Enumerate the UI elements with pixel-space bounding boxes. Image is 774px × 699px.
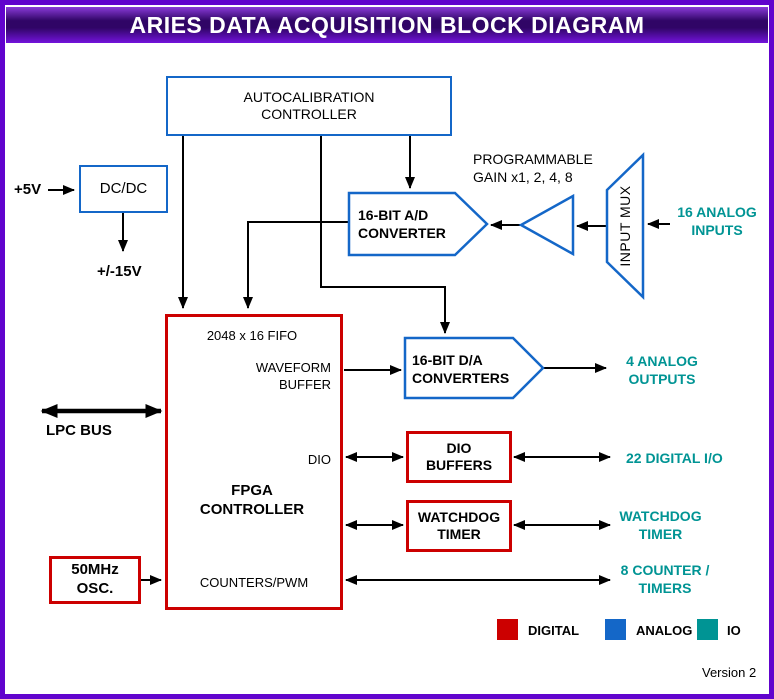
dcdc-label: DC/DC	[99, 179, 148, 197]
autocalibration-controller-block: AUTOCALIBRATION CONTROLLER	[166, 76, 452, 136]
fpga-name-label: FPGA CONTROLLER	[199, 482, 305, 518]
fpga-counters-label: COUNTERS/PWM	[199, 575, 309, 590]
analog-inputs-label: 16 ANALOG INPUTS	[677, 204, 757, 239]
watchdog-timer-block: WATCHDOG TIMER	[406, 500, 512, 552]
legend-analog-swatch	[605, 619, 626, 640]
watchdog-timer-label: WATCHDOG TIMER	[417, 508, 501, 543]
wire-adc-to-fpga	[243, 221, 349, 309]
fpga-dio-label: DIO	[307, 452, 331, 467]
lpc-bus-label: LPC BUS	[46, 422, 112, 439]
page-title: ARIES DATA ACQUISITION BLOCK DIAGRAM	[129, 11, 645, 38]
autocalibration-controller-label: AUTOCALIBRATION CONTROLLER	[243, 88, 375, 123]
dac-label: 16-BIT D/A CONVERTERS	[412, 352, 510, 386]
counter-timers-label: 8 COUNTER / TIMERS	[620, 562, 710, 597]
gain-amp-triangle	[518, 193, 575, 257]
title-bar: ARIES DATA ACQUISITION BLOCK DIAGRAM	[6, 7, 768, 43]
dac-shape	[403, 336, 545, 400]
adc-label: 16-BIT A/D CONVERTER	[358, 207, 446, 241]
oscillator-block: 50MHz OSC.	[49, 556, 141, 604]
fpga-controller-block	[165, 314, 343, 610]
plus5v-label: +5V	[14, 181, 42, 198]
analog-outputs-label: 4 ANALOG OUTPUTS	[626, 353, 698, 388]
legend-io-swatch	[697, 619, 718, 640]
fpga-waveform-label: WAVEFORM BUFFER	[255, 360, 331, 392]
digital-io-label: 22 DIGITAL I/O	[626, 450, 723, 466]
input-mux-shape	[605, 152, 645, 300]
dcdc-block: DC/DC	[79, 165, 168, 213]
input-mux-label: INPUT MUX	[617, 185, 633, 267]
plus-minus-15v-label: +/-15V	[97, 263, 142, 280]
legend-io-label: IO	[727, 623, 741, 638]
watchdog-io-label: WATCHDOG TIMER	[619, 508, 702, 543]
programmable-gain-label: PROGRAMMABLE GAIN x1, 2, 4, 8	[473, 151, 593, 185]
version-label: Version 2	[702, 665, 757, 680]
wire-autocal-to-dac	[320, 136, 450, 334]
legend-analog-label: ANALOG	[636, 623, 693, 638]
adc-shape	[347, 191, 489, 257]
oscillator-label: 50MHz OSC.	[71, 561, 119, 597]
legend-digital-label: DIGITAL	[528, 623, 580, 638]
legend-digital-swatch	[497, 619, 518, 640]
dio-buffers-block: DIO BUFFERS	[406, 431, 512, 483]
fpga-fifo-label: 2048 x 16 FIFO	[206, 328, 298, 343]
dio-buffers-label: DIO BUFFERS	[425, 439, 493, 474]
